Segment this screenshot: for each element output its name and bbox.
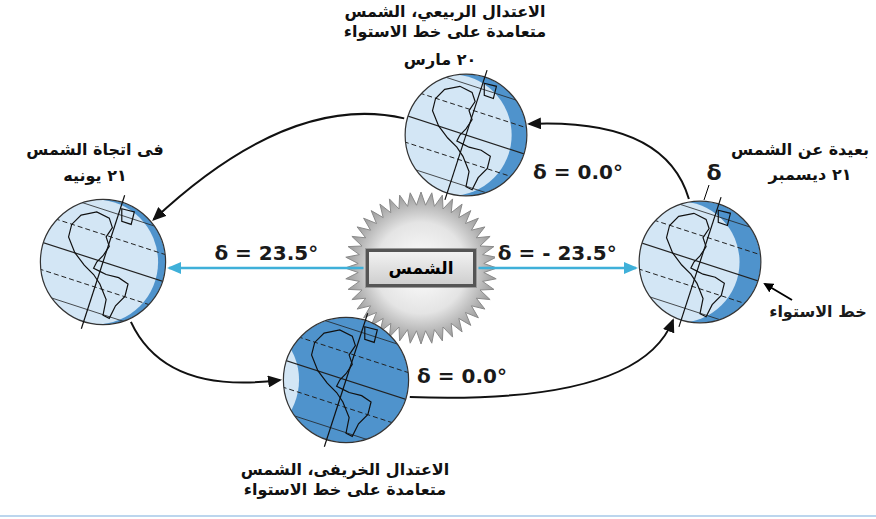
earth-globe bbox=[31, 190, 175, 334]
earth-axis bbox=[81, 195, 124, 328]
orbit-arrow bbox=[131, 322, 280, 383]
date-label: ٢١ ديسمبر bbox=[750, 165, 870, 185]
orbit-arrow bbox=[410, 320, 673, 398]
latitude-lines bbox=[630, 193, 770, 331]
orbit-arrow bbox=[154, 114, 405, 220]
continent-outline bbox=[667, 210, 731, 317]
polar-line bbox=[31, 286, 159, 332]
date-label: ٢١ يونيه bbox=[35, 166, 155, 186]
earth-globe bbox=[396, 65, 536, 205]
earth-axis bbox=[324, 313, 367, 446]
globe-light bbox=[396, 74, 512, 196]
earth-axis bbox=[445, 70, 487, 200]
earth-node: الاعتدال الخريفى، الشمس متعامدة على خط ا… bbox=[284, 318, 408, 442]
declination-label: δ = 0.0° bbox=[414, 364, 510, 388]
latitude-lines bbox=[31, 191, 175, 333]
latitude-lines bbox=[396, 66, 536, 204]
position-heading: فى اتجاة الشمس bbox=[5, 140, 185, 160]
declination-label: δ = 0.0° bbox=[530, 160, 626, 184]
tropic-line bbox=[283, 332, 418, 378]
equator-leader bbox=[765, 284, 792, 300]
orbit-arrow bbox=[169, 267, 364, 270]
polar-line bbox=[630, 286, 754, 331]
earth-node: فى اتجاة الشمس٢١ يونيه bbox=[41, 200, 165, 324]
bottom-rule bbox=[0, 515, 876, 517]
tropic-line bbox=[638, 215, 770, 260]
tropic-line bbox=[404, 88, 536, 133]
declination-label: δ bbox=[703, 160, 724, 185]
globe-body bbox=[396, 66, 536, 204]
continent-outline bbox=[433, 83, 497, 190]
sun-label: الشمس bbox=[389, 258, 454, 278]
globe-body bbox=[274, 309, 418, 451]
globe-light bbox=[33, 199, 158, 324]
earth-axis bbox=[679, 197, 721, 327]
polar-line bbox=[274, 404, 402, 450]
declination-label: δ = 23.5° bbox=[211, 241, 321, 265]
declination-label: δ = - 23.5° bbox=[495, 241, 620, 265]
globe-body bbox=[630, 193, 770, 331]
globe-light bbox=[630, 201, 740, 323]
sun-box: الشمس bbox=[366, 249, 477, 287]
earth-node: الاعتدال الربيعي، الشمس متعامدة على خط ا… bbox=[406, 75, 526, 195]
earth-globe bbox=[630, 192, 770, 332]
earth-node: بعيدة عن الشمس٢١ ديسمبر bbox=[640, 202, 760, 322]
latitude-lines bbox=[274, 309, 418, 451]
position-heading: بعيدة عن الشمس bbox=[725, 140, 875, 160]
position-heading: الاعتدال الربيعي، الشمس متعامدة على خط ا… bbox=[340, 2, 550, 42]
position-heading: الاعتدال الخريفى، الشمس متعامدة على خط ا… bbox=[238, 460, 453, 500]
globe-light bbox=[274, 317, 299, 442]
orbit-arrow bbox=[529, 123, 689, 199]
tropic-line bbox=[40, 214, 175, 260]
orbit-arrow bbox=[479, 267, 637, 270]
date-label: ٢٠ مارس bbox=[380, 50, 500, 70]
equator-label: خط الاستواء bbox=[766, 302, 870, 321]
earth-globe bbox=[274, 308, 418, 452]
continent-outline bbox=[312, 327, 378, 437]
continent-outline bbox=[69, 209, 135, 319]
polar-line bbox=[396, 159, 520, 204]
globe-body bbox=[31, 191, 175, 333]
